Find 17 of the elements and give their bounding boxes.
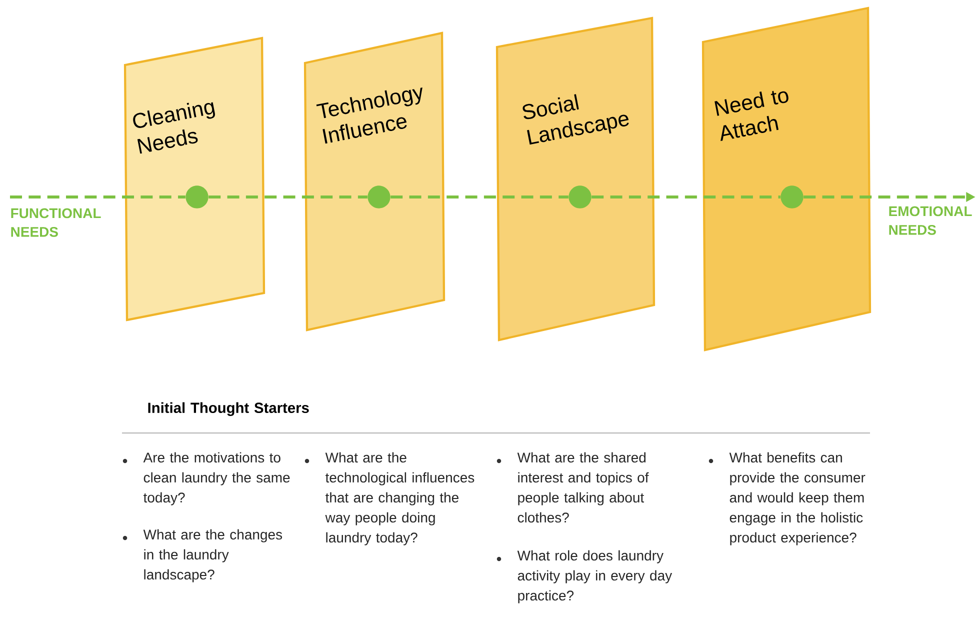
panel: Technology Influence (304, 32, 446, 332)
question-text: What are the technological influences that are changing the way people doing laundry today? (325, 452, 474, 546)
dot (780, 186, 804, 208)
question-text: What benefits can provide the consumer and would keep them engage in the holistic product experience? (729, 452, 866, 546)
dot (186, 186, 208, 208)
question-text: What are the changes in the laundry landscape? (143, 529, 282, 582)
heading: Initial Thought Starters (148, 402, 309, 416)
dot (568, 186, 592, 208)
dot (368, 186, 390, 208)
side-label: EMOTIONAL NEEDS (889, 206, 972, 235)
panel: Social Landscape (496, 16, 656, 342)
question-text: What role does laundry activity play in every day practice? (517, 550, 672, 604)
panel: Need to Attach (702, 6, 872, 352)
question-text: Are the motivations to clean laundry the same today? (143, 452, 290, 506)
side-label: FUNCTIONAL NEEDS (11, 208, 101, 237)
panel: Cleaning Needs (124, 36, 266, 322)
question-text: What are the shared interest and topics of people talking about clothes? (517, 452, 649, 523)
